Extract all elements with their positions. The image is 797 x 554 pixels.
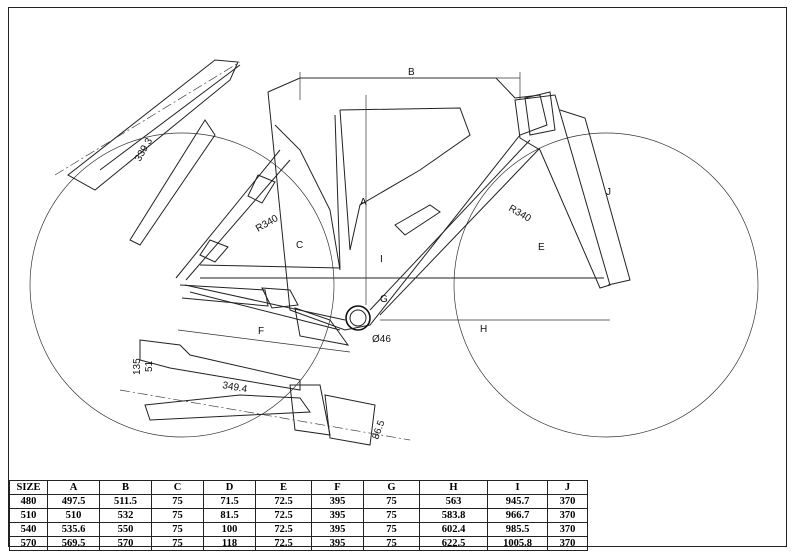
table-cell: 945.7: [487, 494, 548, 509]
bar-51-label: 51: [144, 360, 155, 372]
table-row: 540 535.6 550 75 100 72.5 395 75 602.4 9…: [9, 522, 588, 537]
table-cell: 100: [203, 522, 256, 537]
table-cell: 395: [311, 494, 364, 509]
label-i: I: [380, 254, 383, 265]
table-cell: 75: [151, 522, 204, 537]
table-header: B: [99, 480, 152, 495]
table-row: 570 569.5 570 75 118 72.5 395 75 622.5 1…: [9, 536, 588, 551]
table-cell: 72.5: [255, 508, 312, 523]
handlebar-inset: 135 51 349.4 86.5: [119, 339, 411, 446]
label-c: C: [296, 240, 303, 251]
table-cell: 480: [9, 494, 48, 509]
table-cell: 75: [151, 536, 204, 551]
label-r340-front: R340: [507, 203, 534, 225]
table-cell: 395: [311, 522, 364, 537]
chain-stay: [179, 284, 350, 346]
table-cell: 497.5: [47, 494, 100, 509]
table-cell: 395: [311, 536, 364, 551]
table-cell: 72.5: [255, 494, 312, 509]
table-cell: 118: [203, 536, 256, 551]
table-cell: 510: [47, 508, 100, 523]
table-cell: 602.4: [419, 522, 488, 537]
table-cell: 1005.8: [487, 536, 548, 551]
table-cell: 985.5: [487, 522, 548, 537]
dimension-b: B: [299, 67, 521, 100]
table-header: I: [487, 480, 548, 495]
table-header: J: [547, 480, 588, 495]
table-cell: 75: [363, 522, 420, 537]
table-cell: 71.5: [203, 494, 256, 509]
main-triangle: [184, 77, 604, 331]
bottom-bracket: Ø46: [345, 305, 391, 345]
table-cell: 75: [151, 494, 204, 509]
front-wheel: [453, 132, 759, 438]
rear-wheel: [29, 132, 335, 438]
table-cell: 563: [419, 494, 488, 509]
table-cell: 370: [547, 522, 588, 537]
table-cell: 370: [547, 494, 588, 509]
table-cell: 535.6: [47, 522, 100, 537]
label-b: B: [408, 67, 415, 78]
table-cell: 370: [547, 536, 588, 551]
label-h: H: [480, 324, 487, 335]
table-header: A: [47, 480, 100, 495]
size-table: SIZE A B C D E F G H I J 480 497.5 511.5…: [9, 480, 588, 551]
table-cell: 395: [311, 508, 364, 523]
table-cell: 72.5: [255, 522, 312, 537]
table-cell: 540: [9, 522, 48, 537]
table-header: C: [151, 480, 204, 495]
table-cell: 75: [363, 508, 420, 523]
table-cell: 75: [363, 494, 420, 509]
table-cell: 550: [99, 522, 152, 537]
label-a: A: [360, 197, 367, 208]
table-cell: 75: [151, 508, 204, 523]
table-cell: 966.7: [487, 508, 548, 523]
table-row: 480 497.5 511.5 75 71.5 72.5 395 75 563 …: [9, 494, 588, 509]
front-fork: [514, 91, 631, 289]
table-cell: 532: [99, 508, 152, 523]
table-header: D: [203, 480, 256, 495]
label-r340-rear: R340: [254, 213, 281, 235]
label-j: J: [606, 187, 611, 198]
dimension-a: A: [360, 95, 367, 305]
label-e: E: [538, 242, 545, 253]
table-header: SIZE: [9, 480, 48, 495]
bb-diameter-label: Ø46: [372, 334, 391, 345]
down-tube: [369, 139, 541, 316]
table-cell: 75: [363, 536, 420, 551]
table-cell: 622.5: [419, 536, 488, 551]
table-cell: 511.5: [99, 494, 152, 509]
table-cell: 370: [547, 508, 588, 523]
table-header: F: [311, 480, 364, 495]
seat-post: 339.3: [54, 59, 241, 246]
bar-135-label: 135: [132, 358, 143, 375]
label-f: F: [258, 326, 264, 337]
seat-stays: [175, 149, 291, 281]
label-g: G: [380, 294, 388, 305]
bar-349-label: 349.4: [221, 380, 248, 395]
table-cell: 81.5: [203, 508, 256, 523]
table-header: H: [419, 480, 488, 495]
table-cell: 569.5: [47, 536, 100, 551]
table-cell: 570: [99, 536, 152, 551]
table-cell: 583.8: [419, 508, 488, 523]
table-header-row: SIZE A B C D E F G H I J: [9, 480, 588, 495]
table-header: G: [363, 480, 420, 495]
table-header: E: [255, 480, 312, 495]
dimension-lines: F H I G C E J R340 R340: [177, 187, 611, 353]
table-cell: 570: [9, 536, 48, 551]
table-row: 510 510 532 75 81.5 72.5 395 75 583.8 96…: [9, 508, 588, 523]
table-cell: 510: [9, 508, 48, 523]
table-cell: 72.5: [255, 536, 312, 551]
